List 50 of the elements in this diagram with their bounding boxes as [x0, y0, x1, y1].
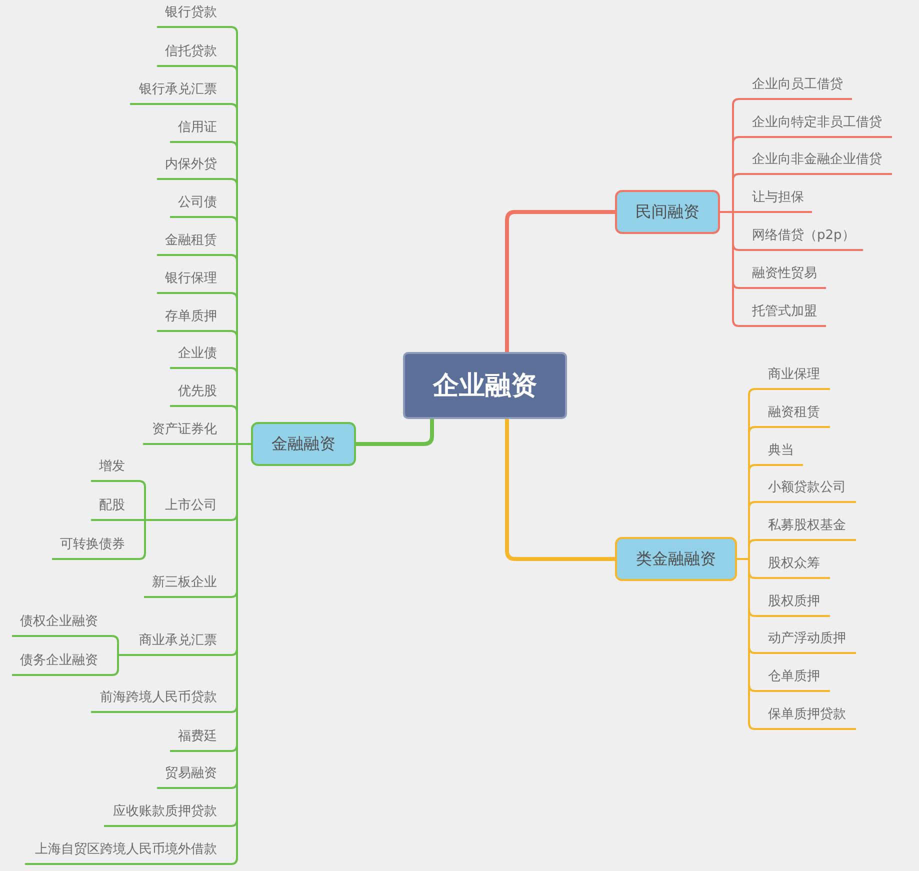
topic-label: 网络借贷（p2p）: [739, 223, 863, 251]
topic-label: 公司债: [170, 190, 231, 218]
topic-label: 托管式加盟: [739, 299, 826, 327]
topic-label: 上海自贸区跨境人民币境外借款: [25, 837, 231, 865]
topic-label: 仓单质押: [755, 664, 830, 692]
topic-label: 资产证券化: [143, 417, 231, 445]
topic-label: 前海跨境人民币贷款: [91, 685, 231, 713]
branch-line: [505, 419, 615, 561]
topic-label: 优先股: [170, 379, 231, 407]
topic-label: 融资租赁: [755, 400, 830, 428]
topic-label: 福费廷: [170, 724, 231, 752]
topic-label: 配股: [91, 493, 139, 521]
topic-box: 类金融融资: [615, 537, 737, 581]
topic-label: 股权众筹: [755, 551, 830, 579]
topic-label: 内保外贷: [157, 152, 231, 180]
branch-line: [111, 654, 124, 676]
topic-label: 债权企业融资: [12, 609, 112, 637]
topic-label: 融资性贸易: [739, 261, 826, 289]
topic-label: 信托贷款: [157, 39, 231, 67]
topic-label: 债务企业融资: [12, 648, 112, 676]
topic-label: 可转换债券: [52, 532, 139, 560]
topic-label: 银行承兑汇票: [130, 77, 231, 105]
topic-label: 商业承兑汇票: [124, 628, 231, 656]
topic-label: 保单质押贷款: [755, 702, 856, 730]
topic-label: 银行贷款: [157, 0, 231, 28]
topic-label: 股权质押: [755, 589, 830, 617]
branch-line: [505, 210, 615, 352]
topic-label: 贸易融资: [157, 761, 231, 789]
topic-label: 典当: [755, 438, 803, 466]
topic-label: 金融租赁: [157, 228, 231, 256]
branch-line: [356, 419, 434, 446]
central-topic-box: 企业融资: [403, 352, 567, 419]
topic-label: 上市公司: [151, 493, 231, 521]
topic-label: 动产浮动质押: [755, 626, 856, 654]
topic-box: 金融融资: [251, 422, 356, 466]
topic-box: 民间融资: [615, 190, 720, 234]
topic-label: 企业债: [170, 341, 231, 369]
topic-label: 私募股权基金: [755, 513, 856, 541]
topic-label: 企业向非金融企业借贷: [739, 147, 892, 175]
topic-label: 小额贷款公司: [755, 475, 856, 503]
topic-label: 应收账款质押贷款: [104, 799, 231, 827]
topic-label: 增发: [91, 454, 139, 482]
topic-label: 新三板企业: [144, 570, 231, 598]
topic-label: 企业向员工借贷: [739, 72, 852, 100]
topic-label: 企业向特定非员工借贷: [739, 110, 892, 138]
topic-label: 存单质押: [157, 304, 231, 332]
topic-label: 银行保理: [157, 266, 231, 294]
topic-label: 商业保理: [755, 362, 830, 390]
topic-label: 信用证: [170, 115, 231, 143]
topic-label: 让与担保: [739, 185, 812, 213]
